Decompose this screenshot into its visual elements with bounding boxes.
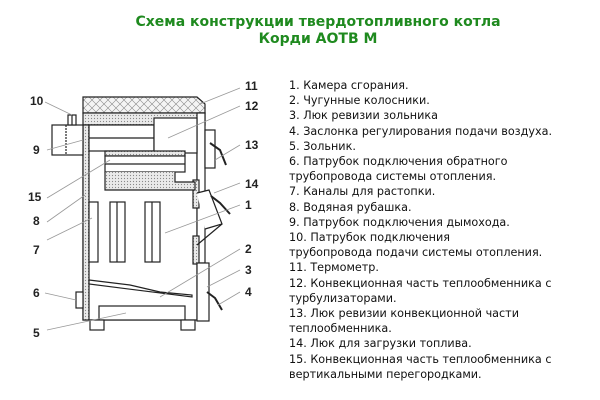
legend-item-14: 14. Люк для загрузки топлива. <box>289 337 472 351</box>
callout-10: 10 <box>30 94 44 108</box>
callout-9: 9 <box>33 143 40 157</box>
legend-item-15: 15. Конвекционная часть теплообменника с… <box>289 352 552 381</box>
legend-item-7: 7. Каналы для растопки. <box>289 185 436 199</box>
parts-legend: 1. Камера сгорания. 2. Чугунные колосник… <box>289 78 599 382</box>
left-water-jacket <box>82 124 90 321</box>
legend-item-5: 5. Зольник. <box>289 139 356 153</box>
leader-lines <box>44 87 241 331</box>
diagram-title: Схема конструкции твердотопливного котла… <box>0 14 600 48</box>
callout-13: 13 <box>245 138 259 152</box>
top-insulation <box>82 96 206 114</box>
foot <box>89 319 105 331</box>
legend-item-12: 12. Конвекционная часть теплообменника с… <box>289 276 552 305</box>
callout-14: 14 <box>245 177 259 191</box>
callout-8: 8 <box>33 214 40 228</box>
foot <box>180 319 196 331</box>
callout-4: 4 <box>245 285 252 299</box>
legend-item-4: 4. Заслонка регулирования подачи воздуха… <box>289 124 553 138</box>
flue-pipe <box>51 124 84 156</box>
fuel-loading-door <box>196 189 223 230</box>
cast-iron-grates <box>88 279 193 298</box>
ash-inspection-door <box>196 262 210 322</box>
callout-1: 1 <box>245 198 252 212</box>
legend-item-11: 11. Термометр. <box>289 261 379 275</box>
callout-11: 11 <box>245 79 258 93</box>
callout-15: 15 <box>28 190 42 204</box>
legend-item-9: 9. Патрубок подключения дымохода. <box>289 215 510 229</box>
legend-item-3: 3. Люк ревизии зольника <box>289 109 439 123</box>
callout-2: 2 <box>245 242 252 256</box>
return-pipe <box>75 291 84 309</box>
legend-item-8: 8. Водяная рубашка. <box>289 200 412 214</box>
title-line-2: Корди АОТВ М <box>258 31 378 47</box>
legend-item-1: 1. Камера сгорания. <box>289 79 409 92</box>
ash-pan <box>98 305 186 321</box>
callout-5: 5 <box>33 326 40 340</box>
callout-7: 7 <box>33 243 40 257</box>
convection-inspection-door <box>204 129 216 169</box>
callout-3: 3 <box>245 263 252 277</box>
callout-6: 6 <box>33 286 40 300</box>
legend-item-2: 2. Чугунные колосники. <box>289 94 430 108</box>
ignition-channel <box>88 201 99 263</box>
callout-12: 12 <box>245 99 259 113</box>
title-line-1: Схема конструкции твердотопливного котла <box>135 14 501 30</box>
